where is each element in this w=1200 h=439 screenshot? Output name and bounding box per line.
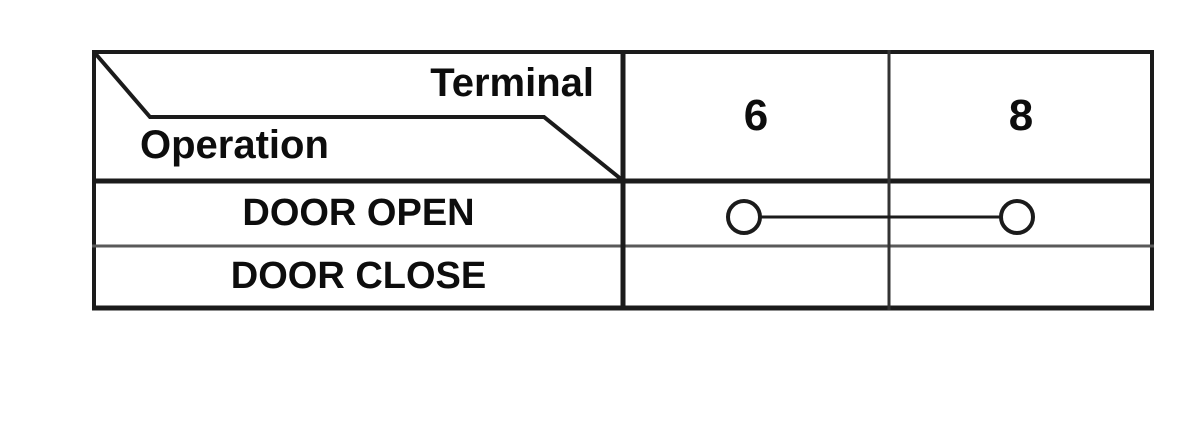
terminal-6-contact-circle <box>726 199 762 235</box>
row-label-door-close: DOOR CLOSE <box>230 255 487 297</box>
corner-diagonal-divider <box>92 50 623 181</box>
door-open-continuity-symbol <box>726 199 1035 235</box>
row-label-door-open: DOOR OPEN <box>242 191 475 234</box>
column-header-terminal-8: 8 <box>1008 91 1034 140</box>
corner-operation-label: Operation <box>140 123 329 167</box>
terminal-8-contact-circle <box>999 199 1035 235</box>
corner-terminal-label: Terminal <box>430 61 594 105</box>
column-header-terminal-6: 6 <box>743 91 769 140</box>
